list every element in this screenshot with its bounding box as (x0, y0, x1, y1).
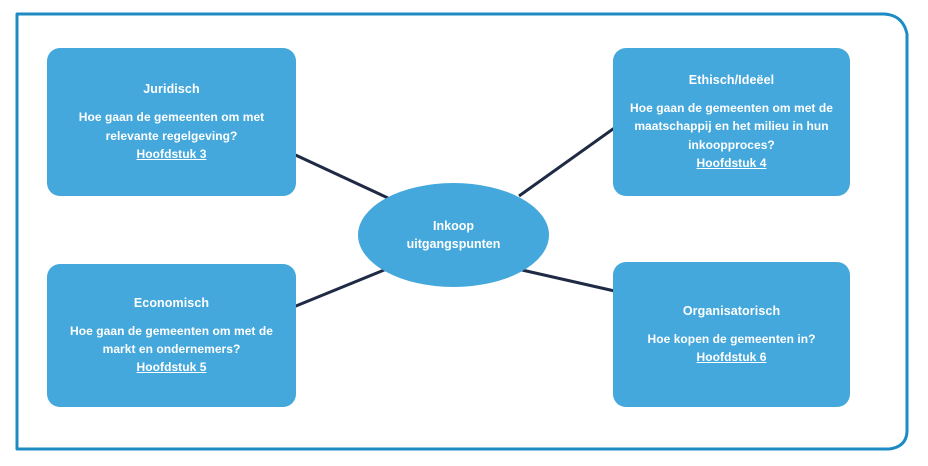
connector-organisatorisch-center (521, 268, 620, 294)
node-juridisch-title: Juridisch (143, 82, 200, 97)
connector-juridisch-center (288, 150, 389, 200)
node-organisatorisch-description: Hoe kopen de gemeenten in? (647, 331, 816, 346)
connector-ethisch-center (518, 122, 621, 198)
node-organisatorisch-chapter-link[interactable]: Hoofdstuk 6 (696, 350, 767, 365)
center-node-label: Inkoop uitgangspunten (406, 218, 501, 251)
node-economisch[interactable]: Economisch Hoe gaan de gemeenten om met … (47, 264, 296, 407)
node-economisch-chapter-link[interactable]: Hoofdstuk 5 (136, 360, 207, 375)
node-juridisch[interactable]: Juridisch Hoe gaan de gemeenten om met r… (47, 48, 296, 196)
connector-economisch-center (290, 266, 390, 310)
center-node-inkoop-uitgangspunten[interactable]: Inkoop uitgangspunten (358, 183, 549, 287)
node-organisatorisch[interactable]: Organisatorisch Hoe kopen de gemeenten i… (613, 262, 850, 407)
node-ethisch-description: Hoe gaan de gemeenten om met de maatscha… (630, 101, 833, 152)
node-juridisch-description: Hoe gaan de gemeenten om met relevante r… (78, 110, 265, 143)
node-organisatorisch-title: Organisatorisch (682, 303, 781, 318)
node-economisch-title: Economisch (133, 295, 210, 310)
node-juridisch-chapter-link[interactable]: Hoofdstuk 3 (136, 146, 207, 161)
node-ethisch-chapter-link[interactable]: Hoofdstuk 4 (696, 155, 767, 170)
node-economisch-description: Hoe gaan de gemeenten om met de markt en… (70, 323, 273, 356)
node-ethisch[interactable]: Ethisch/Ideëel Hoe gaan de gemeenten om … (613, 48, 850, 196)
node-ethisch-title: Ethisch/Ideëel (688, 72, 775, 87)
